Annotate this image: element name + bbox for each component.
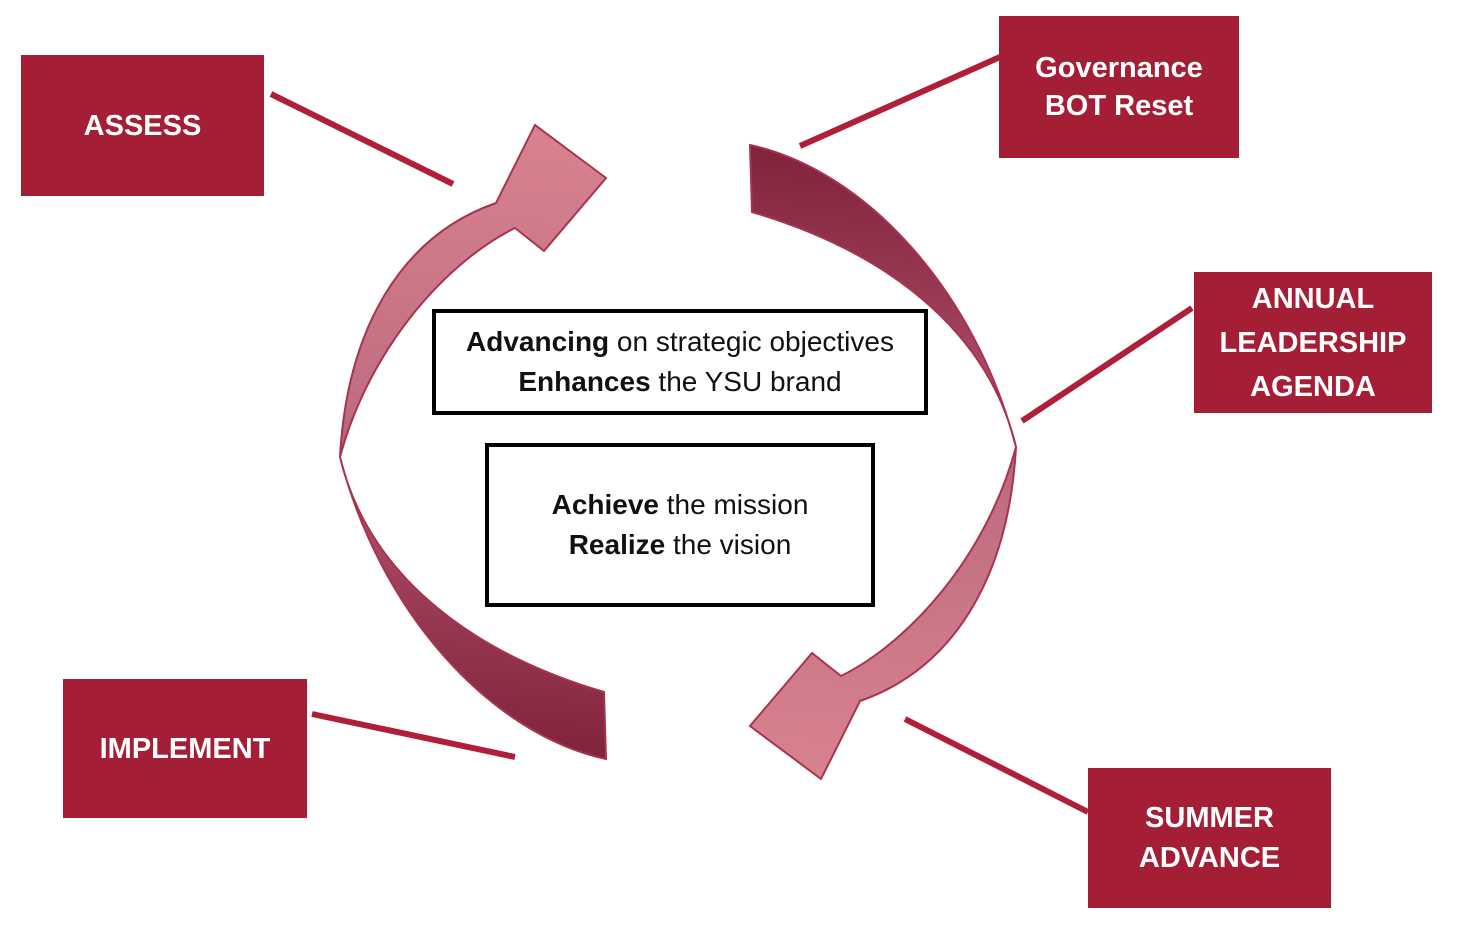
center-box-advancing: Advancing on strategic objectives Enhanc… [432, 309, 928, 415]
center-box-line: Realize the vision [569, 525, 792, 565]
node-label-line: LEADERSHIP [1219, 326, 1407, 359]
node-assess: ASSESS [21, 55, 264, 196]
cycle-arrow-left [338, 123, 608, 761]
center-box-line: Enhances the YSU brand [518, 362, 841, 402]
regular-text: the vision [665, 529, 792, 560]
bold-text: Advancing [466, 326, 610, 357]
node-label-line: ANNUAL [1251, 282, 1375, 315]
center-box-line: Advancing on strategic objectives [466, 322, 894, 362]
node-annual-leadership-agenda: ANNUAL LEADERSHIP AGENDA [1194, 272, 1432, 413]
connector-implement [311, 711, 516, 760]
node-label-line: AGENDA [1250, 370, 1376, 403]
node-governance: Governance BOT Reset [999, 16, 1239, 158]
connector-annual [1020, 305, 1194, 424]
node-label-line: BOT Reset [1044, 90, 1194, 122]
regular-text: the mission [659, 489, 809, 520]
node-label-line: ADVANCE [1138, 842, 1281, 874]
bold-text: Realize [568, 529, 666, 560]
node-label-line: SUMMER [1145, 802, 1274, 834]
bold-text: Enhances [518, 366, 651, 397]
node-implement: IMPLEMENT [63, 679, 307, 818]
connector-summer [903, 716, 1090, 815]
connector-governance [798, 54, 1002, 149]
regular-text: the YSU brand [650, 366, 842, 397]
center-box-line: Achieve the mission [552, 485, 809, 525]
center-box-achieve: Achieve the mission Realize the vision [485, 443, 875, 607]
regular-text: on strategic objectives [609, 326, 894, 357]
cycle-arrow-right [748, 143, 1018, 781]
bold-text: Achieve [551, 489, 659, 520]
node-label-line: Governance [1035, 52, 1203, 84]
connector-assess [269, 91, 455, 187]
node-summer-advance: SUMMER ADVANCE [1088, 768, 1331, 908]
node-label-line: IMPLEMENT [99, 732, 271, 765]
node-label-line: ASSESS [83, 109, 202, 142]
